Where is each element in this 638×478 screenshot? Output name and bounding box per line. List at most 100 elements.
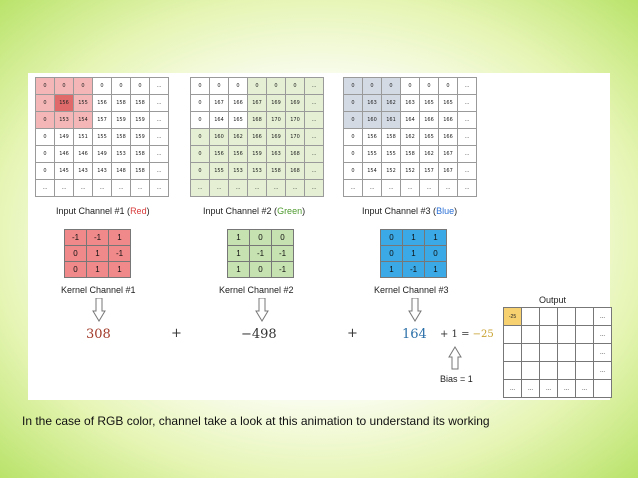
matrix-cell: 158 [266, 162, 286, 180]
output-cell [575, 325, 594, 344]
matrix-cell: ... [149, 162, 169, 180]
matrix-cell: ... [304, 145, 324, 163]
kernel-cell: 1 [402, 245, 425, 262]
matrix-cell: 0 [400, 77, 420, 95]
matrix-cell: 156 [362, 128, 382, 146]
matrix-cell: 165 [419, 128, 439, 146]
matrix-cell: 165 [228, 111, 248, 129]
matrix-cell: ... [285, 179, 305, 197]
output-cell [539, 307, 558, 326]
matrix-cell: 161 [381, 111, 401, 129]
kernel-cell: 1 [424, 229, 447, 246]
matrix-cell: 168 [247, 111, 267, 129]
matrix-cell: 159 [130, 111, 150, 129]
down-arrow-icon [255, 298, 269, 322]
output-cell [503, 361, 522, 380]
matrix-cell: ... [209, 179, 229, 197]
matrix-cell: 149 [54, 128, 74, 146]
caption-text: In the case of RGB color, channel take a… [22, 414, 490, 428]
matrix-cell: ... [92, 179, 112, 197]
matrix-cell: 0 [190, 111, 210, 129]
output-cell: -25 [503, 307, 522, 326]
output-cell [539, 343, 558, 362]
kernel-cell: 1 [108, 229, 131, 246]
output-cell [557, 361, 576, 380]
kernel-cell: 1 [86, 261, 109, 278]
bias-label: Bias = 1 [440, 374, 473, 384]
output-cell [521, 307, 540, 326]
result-blue: 164 [402, 327, 427, 342]
matrix-cell: 156 [92, 94, 112, 112]
matrix-cell: 146 [54, 145, 74, 163]
output-cell: ... [593, 325, 612, 344]
matrix-cell: 169 [285, 94, 305, 112]
result-red: 308 [86, 327, 111, 342]
output-cell: ... [521, 379, 540, 398]
matrix-cell: 166 [247, 128, 267, 146]
matrix-cell: 157 [92, 111, 112, 129]
matrix-cell: 146 [73, 145, 93, 163]
kernel-cell: 0 [271, 229, 294, 246]
output-cell [557, 325, 576, 344]
kernel-cell: -1 [64, 229, 87, 246]
matrix-cell: 167 [209, 94, 229, 112]
matrix-cell: ... [304, 94, 324, 112]
matrix-cell: 158 [111, 128, 131, 146]
matrix-cell: 0 [35, 111, 55, 129]
matrix-cell: ... [457, 162, 477, 180]
matrix-cell: ... [304, 111, 324, 129]
matrix-cell: 151 [73, 128, 93, 146]
matrix-cell: 0 [35, 94, 55, 112]
up-arrow-icon [448, 346, 462, 370]
matrix-cell: 155 [73, 94, 93, 112]
matrix-cell: 0 [130, 77, 150, 95]
output-row: ... [503, 325, 612, 344]
matrix-cell: 168 [285, 145, 305, 163]
output-cell: ... [593, 361, 612, 380]
matrix-cell: 170 [285, 111, 305, 129]
result-green: −498 [241, 327, 277, 342]
matrix-cell: 169 [266, 94, 286, 112]
kernel-cell: 1 [227, 245, 250, 262]
output-cell: ... [557, 379, 576, 398]
kernel-caption-3: Kernel Channel #3 [374, 285, 449, 295]
matrix-cell: 0 [266, 77, 286, 95]
matrix-cell: 153 [54, 111, 74, 129]
matrix-cell: 143 [73, 162, 93, 180]
kernel-cell: -1 [271, 245, 294, 262]
matrix-cell: 0 [362, 77, 382, 95]
matrix-cell: 0 [92, 77, 112, 95]
down-arrow-icon [92, 298, 106, 322]
output-cell [521, 361, 540, 380]
matrix-row: ..................... [343, 179, 477, 197]
matrix-cell: 155 [362, 145, 382, 163]
kernel-cell: 1 [86, 245, 109, 262]
output-cell: ... [593, 343, 612, 362]
matrix-cell: 158 [130, 145, 150, 163]
matrix-cell: 158 [381, 128, 401, 146]
matrix-row: ..................... [35, 179, 169, 197]
matrix-cell: 0 [209, 77, 229, 95]
matrix-cell: 0 [247, 77, 267, 95]
matrix-cell: 0 [381, 77, 401, 95]
matrix-cell: 0 [343, 128, 363, 146]
kernel-cell: 1 [227, 229, 250, 246]
output-cell [503, 325, 522, 344]
matrix-cell: ... [266, 179, 286, 197]
matrix-cell: 0 [190, 94, 210, 112]
matrix-cell: ... [304, 128, 324, 146]
matrix-cell: 145 [54, 162, 74, 180]
matrix-cell: 0 [343, 77, 363, 95]
kernel-cell: 0 [64, 245, 87, 262]
matrix-cell: 160 [209, 128, 229, 146]
